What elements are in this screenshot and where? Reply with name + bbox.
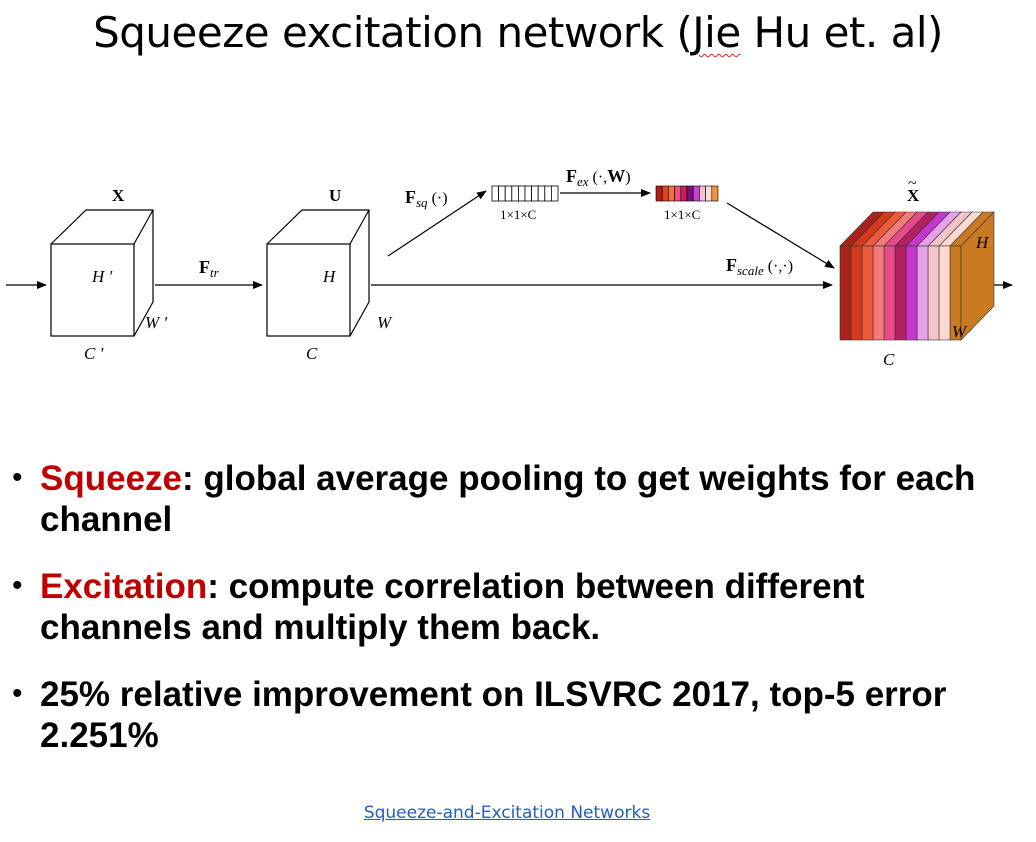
title-prefix: Squeeze excitation network ( xyxy=(93,8,693,57)
label-c-u: C xyxy=(306,344,318,363)
label-c-prime: C ' xyxy=(84,344,104,363)
excitation-cell xyxy=(705,185,713,202)
excitation-cell xyxy=(655,185,663,202)
label-w-out: W xyxy=(952,322,968,341)
label-w-u: W xyxy=(377,313,393,332)
bullet-text: : global average pooling to get weights … xyxy=(40,459,976,539)
se-network-diagram: X U X ~ H ' W ' C ' H W C H W C Ftr Fsq(… xyxy=(6,166,1013,369)
bullet-list: Squeeze: global average pooling to get w… xyxy=(10,457,1020,782)
bullet-squeeze: Squeeze: global average pooling to get w… xyxy=(10,457,1020,540)
output-slice xyxy=(839,245,852,341)
label-u: U xyxy=(329,186,341,205)
bullet-highlight: Excitation xyxy=(40,567,208,606)
squeeze-cell xyxy=(524,185,532,202)
squeeze-cell xyxy=(544,185,552,202)
label-w-prime: W ' xyxy=(145,313,167,332)
label-h-u: H xyxy=(322,267,337,286)
arrow-to-output xyxy=(726,202,835,269)
label-h-prime: H ' xyxy=(91,267,113,286)
label-h-out: H xyxy=(975,233,990,252)
vec-dim-excite: 1×1×C xyxy=(664,207,700,222)
label-x-tilde: X xyxy=(907,186,920,205)
output-slice xyxy=(861,245,874,341)
title-suffix: Hu et. al) xyxy=(740,8,944,57)
title-author-spellcheck: Jie xyxy=(692,8,741,57)
output-slice xyxy=(927,245,940,341)
excitation-cell xyxy=(686,185,694,202)
excitation-cell xyxy=(674,185,682,202)
bullet-improvement: 25% relative improvement on ILSVRC 2017,… xyxy=(10,673,1020,756)
op-f-scale: Fscale(·,·) xyxy=(726,255,793,278)
op-f-tr: Ftr xyxy=(199,257,220,280)
cube-x xyxy=(50,209,154,337)
excitation-cell xyxy=(692,185,700,202)
output-slice xyxy=(905,245,918,341)
output-slice xyxy=(850,245,863,341)
paper-link[interactable]: Squeeze-and-Excitation Networks xyxy=(363,803,651,823)
tilde-mark: ~ xyxy=(908,175,917,192)
label-x: X xyxy=(112,186,125,205)
squeeze-cell xyxy=(551,185,559,202)
output-side-face xyxy=(960,211,995,341)
squeeze-cell xyxy=(518,185,526,202)
bullet-excitation: Excitation: compute correlation between … xyxy=(10,565,1020,648)
squeeze-vector xyxy=(491,185,559,202)
squeeze-cell xyxy=(491,185,499,202)
op-f-ex: Fex(·,W) xyxy=(566,166,631,189)
excitation-cell xyxy=(668,185,675,202)
squeeze-cell xyxy=(537,185,546,202)
excitation-cell xyxy=(680,185,688,202)
output-slice xyxy=(883,245,896,341)
excitation-vector xyxy=(655,185,719,202)
excitation-cell xyxy=(661,185,669,202)
output-slice xyxy=(938,245,951,341)
output-slice xyxy=(872,245,885,341)
label-c-out: C xyxy=(883,350,895,369)
excitation-cell xyxy=(711,185,719,202)
squeeze-cell xyxy=(504,185,513,202)
slide-title: Squeeze excitation network (Jie Hu et. a… xyxy=(0,8,1036,57)
bullet-text: : compute correlation between different … xyxy=(40,567,865,647)
vec-dim-squeeze: 1×1×C xyxy=(500,207,536,222)
output-slice xyxy=(916,245,929,341)
arrow-f-sq xyxy=(387,190,487,257)
cube-u xyxy=(266,209,370,337)
squeeze-cell xyxy=(511,185,519,202)
output-slice xyxy=(894,245,907,341)
bullet-text: 25% relative improvement on ILSVRC 2017,… xyxy=(40,675,947,755)
squeeze-cell xyxy=(531,185,539,202)
excitation-cell xyxy=(699,185,706,202)
bullet-highlight: Squeeze xyxy=(40,459,182,498)
op-f-sq: Fsq(·) xyxy=(405,187,448,210)
output-tensor xyxy=(839,211,995,341)
squeeze-cell xyxy=(498,185,506,202)
